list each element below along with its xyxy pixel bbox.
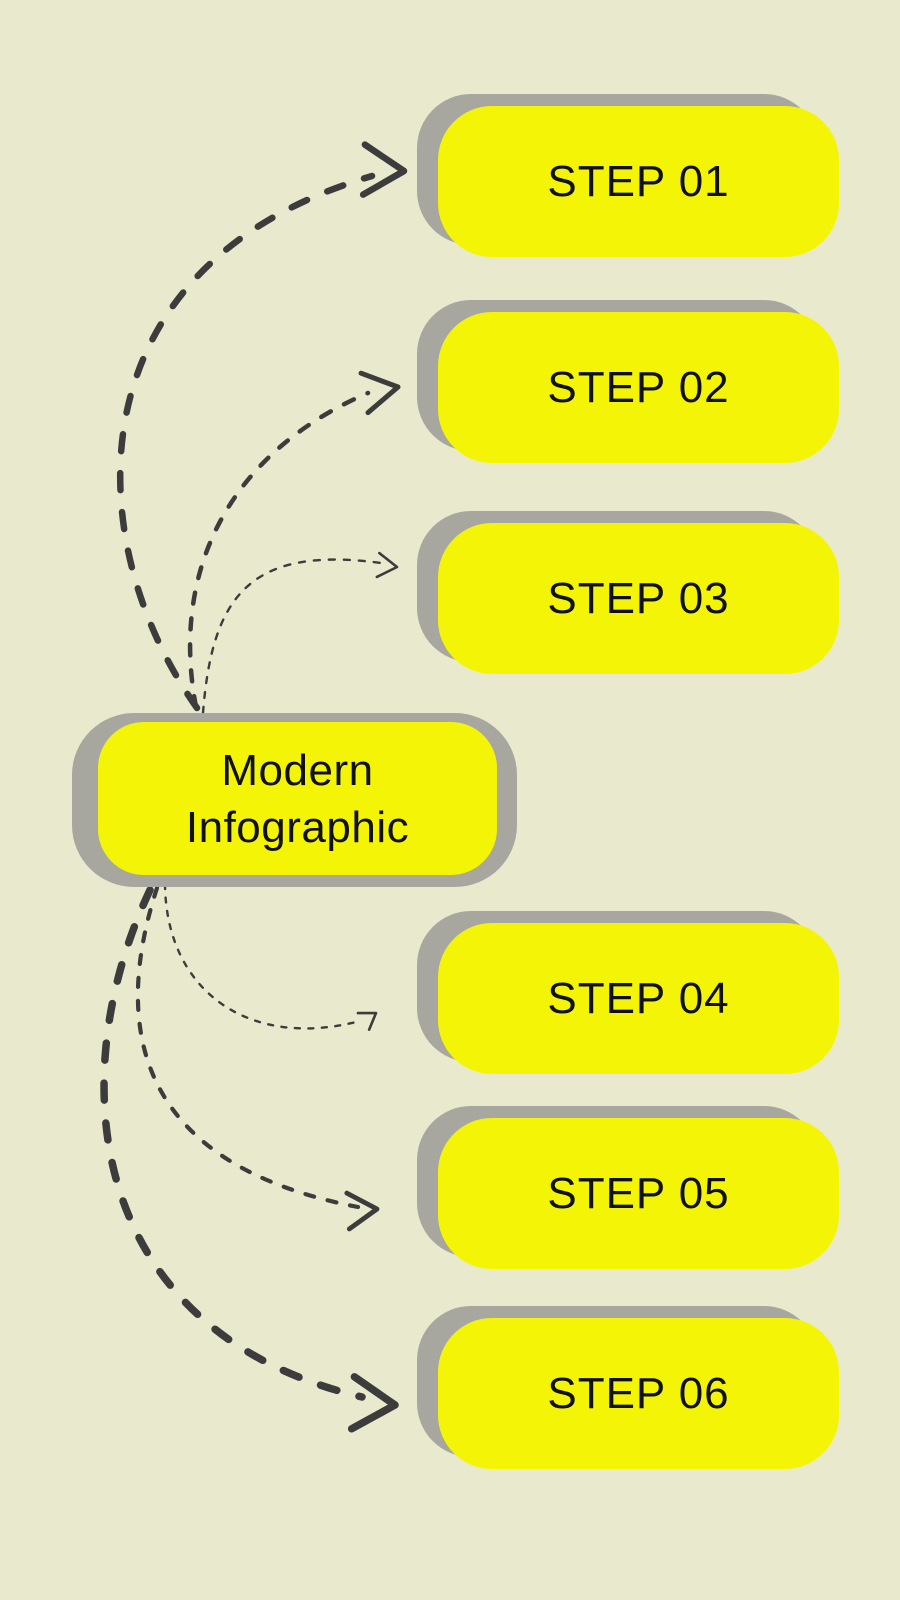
step-card-02-label: STEP 02 bbox=[547, 362, 730, 412]
dashed-arrow-to-step-01-icon bbox=[117, 141, 408, 712]
step-card-02-face: STEP 02 bbox=[438, 312, 839, 463]
step-card-03-label: STEP 03 bbox=[547, 573, 730, 623]
step-card-04: STEP 04 bbox=[417, 911, 839, 1074]
center-node: Modern Infographic bbox=[72, 713, 517, 887]
step-card-03: STEP 03 bbox=[417, 511, 839, 674]
center-node-face: Modern Infographic bbox=[98, 722, 497, 875]
step-card-05: STEP 05 bbox=[417, 1106, 839, 1269]
step-card-04-face: STEP 04 bbox=[438, 923, 839, 1074]
dashed-arrow-to-step-03-icon bbox=[201, 551, 399, 715]
dashed-arrow-to-step-06-icon bbox=[100, 886, 399, 1433]
step-card-01-face: STEP 01 bbox=[438, 106, 839, 257]
step-card-06-label: STEP 06 bbox=[547, 1368, 730, 1418]
step-card-06: STEP 06 bbox=[417, 1306, 839, 1469]
step-card-06-face: STEP 06 bbox=[438, 1318, 839, 1469]
step-card-05-label: STEP 05 bbox=[547, 1168, 730, 1218]
dashed-arrow-to-step-04-icon bbox=[163, 882, 378, 1031]
center-node-label-line1: Modern bbox=[221, 745, 374, 795]
step-card-03-face: STEP 03 bbox=[438, 523, 839, 674]
step-card-01-label: STEP 01 bbox=[547, 156, 730, 206]
dashed-arrow-to-step-02-icon bbox=[187, 370, 401, 710]
step-card-01: STEP 01 bbox=[417, 94, 839, 257]
step-card-04-label: STEP 04 bbox=[547, 973, 730, 1023]
step-card-02: STEP 02 bbox=[417, 300, 839, 463]
dashed-arrow-to-step-05-icon bbox=[135, 885, 380, 1232]
center-node-label-line2: Infographic bbox=[185, 802, 410, 852]
step-card-05-face: STEP 05 bbox=[438, 1118, 839, 1269]
